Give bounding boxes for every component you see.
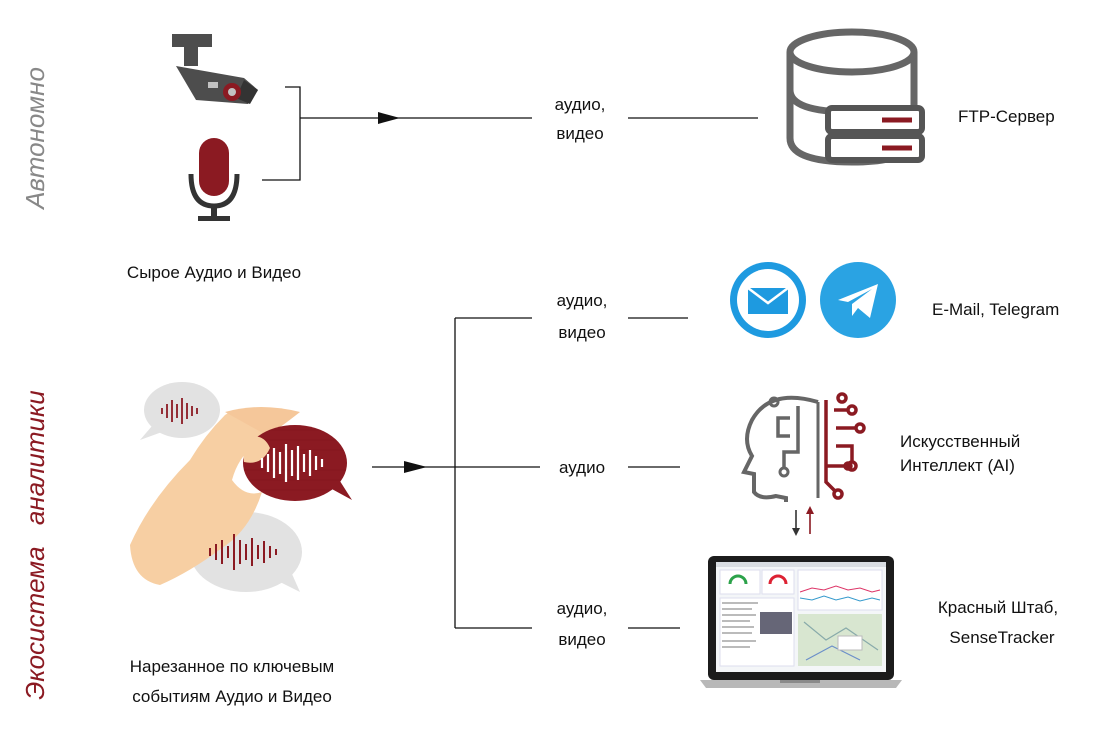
flow-label-dashboard-line1: аудио, xyxy=(557,599,608,618)
cut-source-connector xyxy=(372,317,688,629)
target-label-ftp: FTP-Сервер xyxy=(958,107,1055,126)
raw-source-connector xyxy=(262,86,758,181)
email-icon xyxy=(730,262,806,338)
caption-raw-audio-video: Сырое Аудио и Видео xyxy=(127,263,301,282)
ai-head-icon xyxy=(741,392,866,502)
sound-bubbles-illustration xyxy=(130,382,352,592)
bidirectional-arrows-icon xyxy=(792,506,814,536)
section-label-analytics-word: аналитики xyxy=(20,390,50,525)
flow-label-ftp-line1: аудио, xyxy=(555,95,606,114)
section-label-ecosystem-word: Экосистема xyxy=(20,546,50,699)
laptop-dashboard-icon xyxy=(700,556,902,688)
section-label-ecosystem: Экосистема аналитики xyxy=(20,390,50,700)
section-label-autonomous: Автономно xyxy=(20,67,50,211)
target-label-dashboard-line1: Красный Штаб, xyxy=(938,598,1058,617)
camera-icon xyxy=(172,34,258,104)
target-label-ai-line2: Интеллект (AI) xyxy=(900,456,1015,475)
target-label-messaging: E-Mail, Telegram xyxy=(932,300,1059,319)
flow-label-ai: аудио xyxy=(559,458,605,477)
microphone-icon xyxy=(188,138,240,221)
target-label-dashboard-line2: SenseTracker xyxy=(949,628,1055,647)
flow-label-messaging-line1: аудио, xyxy=(557,291,608,310)
target-label-ai-line1: Искусственный xyxy=(900,432,1020,451)
flow-label-dashboard-line2: видео xyxy=(558,630,605,649)
flow-label-messaging-line2: видео xyxy=(558,323,605,342)
caption-cut-line1: Нарезанное по ключевым xyxy=(130,657,334,676)
caption-cut-line2: событиям Аудио и Видео xyxy=(132,687,332,706)
flow-label-ftp-line2: видео xyxy=(556,124,603,143)
ftp-server-icon xyxy=(786,28,925,166)
telegram-icon xyxy=(820,262,896,338)
